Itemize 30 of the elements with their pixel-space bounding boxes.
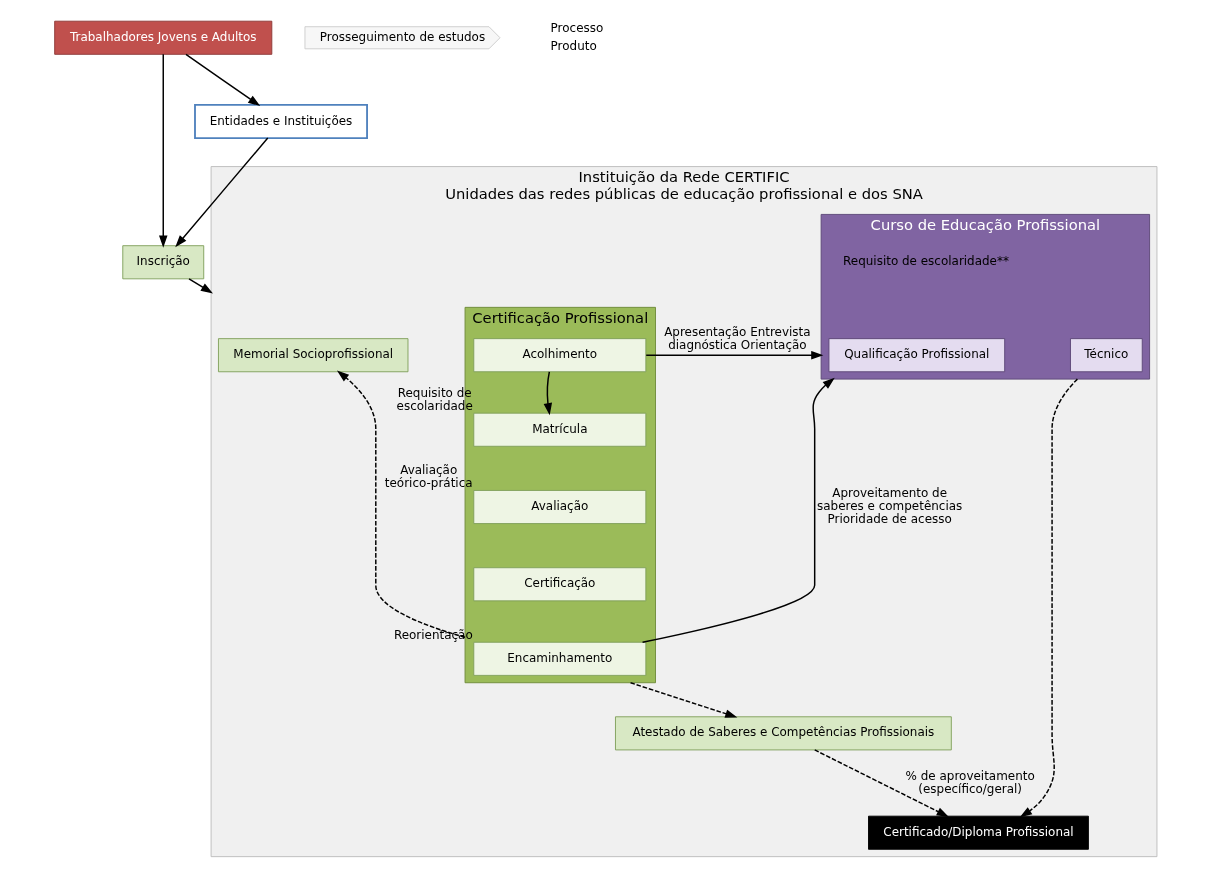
node-box: Trabalhadores Jovens e Adultos bbox=[53, 20, 272, 55]
arrow bbox=[184, 53, 260, 107]
arrow bbox=[1019, 378, 1078, 818]
node-box: Encaminhamento bbox=[472, 641, 646, 676]
edge-label: Aproveitamento de saberes e competências Prioridade de acesso bbox=[816, 486, 962, 527]
node-box: Qualificação Profissional bbox=[828, 338, 1005, 373]
arrow bbox=[187, 278, 213, 294]
arrow bbox=[543, 371, 552, 416]
arrow bbox=[158, 53, 167, 248]
node-box: Certificação bbox=[472, 567, 646, 602]
arrow bbox=[336, 370, 466, 638]
arrow bbox=[174, 137, 268, 248]
node-label: Requisito de escolaridade** bbox=[842, 254, 1009, 269]
node-box: Matrícula bbox=[472, 412, 646, 447]
node-box: Inscrição bbox=[121, 245, 204, 280]
arrow bbox=[813, 749, 949, 817]
edge-label: % de aproveitamento (específico/geral) bbox=[905, 768, 1035, 796]
node-box: Avaliação bbox=[472, 490, 646, 525]
node-box: Entidades e Instituições bbox=[193, 104, 368, 139]
node-box: Memorial Socioprofissional bbox=[217, 338, 408, 373]
node-box: Atestado de Saberes e Competências Profissionais bbox=[614, 716, 952, 751]
arrow bbox=[641, 377, 835, 643]
legend-label: Produto bbox=[550, 39, 597, 54]
node-box: Certificado/Diploma Profissional bbox=[867, 815, 1089, 850]
arrow bbox=[629, 682, 737, 718]
arrow bbox=[645, 350, 823, 360]
node-box: Acolhimento bbox=[472, 338, 646, 373]
node-box: Técnico bbox=[1069, 338, 1143, 373]
edge-label: Apresentação Entrevista diagnóstica Orientação bbox=[663, 325, 811, 353]
legend-label: Processo bbox=[550, 20, 603, 35]
